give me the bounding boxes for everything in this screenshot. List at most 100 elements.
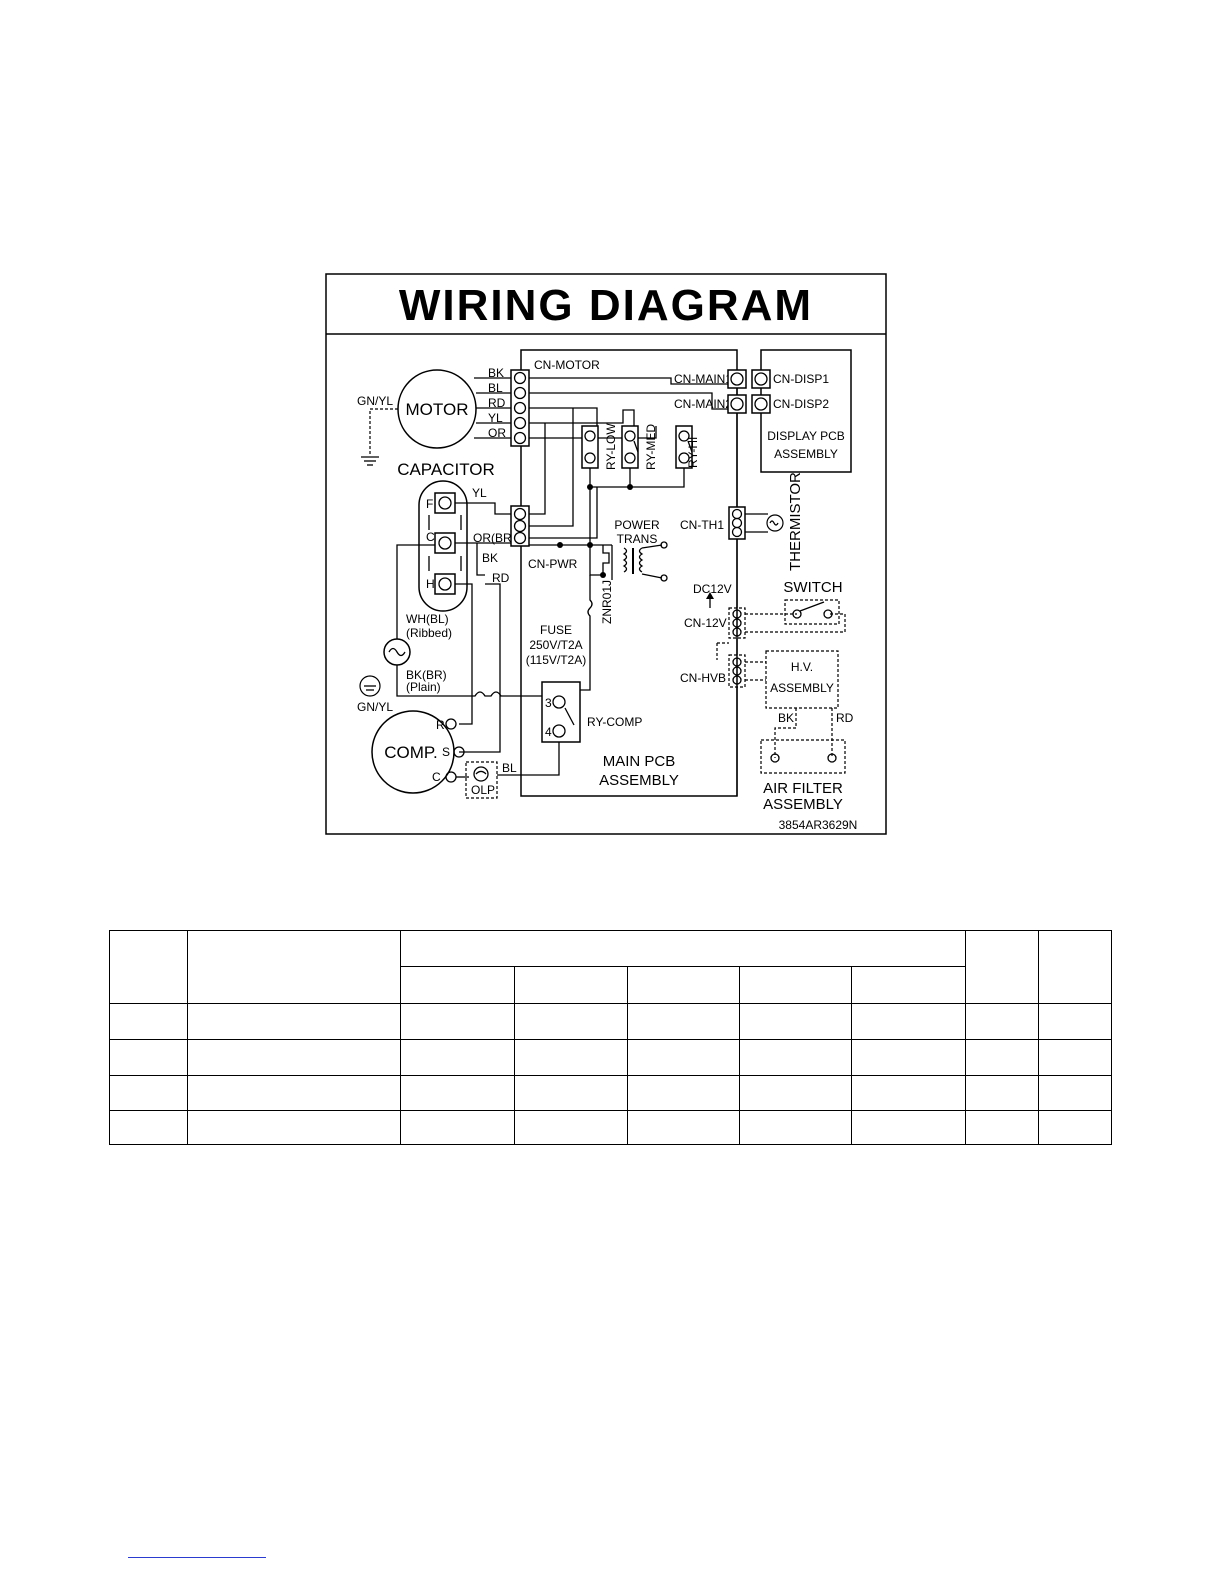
cn-motor-label: CN-MOTOR — [534, 358, 600, 372]
cn-disp2-label: CN-DISP2 — [773, 397, 829, 411]
cn-12v-connector — [728, 607, 746, 639]
znr-symbol — [600, 545, 610, 578]
table-header-cell — [965, 930, 1040, 1004]
capacitor-label: CAPACITOR — [397, 460, 495, 479]
cap-terminal-f: F — [426, 497, 433, 511]
comp-terminal-s: S — [442, 745, 450, 759]
wire-bk-label: BK — [488, 366, 504, 380]
comp-terminal-r: R — [436, 718, 445, 732]
table-cell — [109, 1110, 188, 1145]
thermistor-symbol — [766, 514, 784, 532]
table-header-row — [109, 930, 1113, 1004]
table-cell — [627, 1110, 740, 1145]
power-ground-label: GN/YL — [357, 700, 393, 714]
table-header-cell — [399, 930, 967, 967]
cn-main1-label: CN-MAIN1 — [674, 372, 732, 386]
cn-th1-connector — [728, 506, 746, 540]
wire-yl-label: YL — [488, 411, 503, 425]
display-pcb-label-2: ASSEMBLY — [774, 447, 838, 461]
table-cell — [1038, 1039, 1113, 1076]
relay-low — [581, 425, 599, 469]
diagram-title: WIRING DIAGRAM — [399, 281, 813, 330]
relay-low-label: RY-LOW — [604, 423, 618, 470]
cn-main2-label: CN-MAIN2 — [674, 397, 732, 411]
cap-wire-bk: BK — [482, 551, 498, 565]
power-trans-label-2: TRANS — [617, 532, 658, 546]
wire-rd-label: RD — [488, 396, 506, 410]
table-cell — [400, 1003, 515, 1040]
table-row — [109, 1110, 1113, 1145]
table-cell — [739, 1110, 852, 1145]
switch-label: SWITCH — [783, 579, 842, 596]
cap-wire-or: OR(BR) — [473, 531, 516, 545]
table-cell — [514, 1075, 628, 1111]
hv-assembly-box — [765, 650, 839, 709]
air-filter-box — [760, 739, 846, 774]
cap-terminal-c: C — [426, 530, 435, 544]
table-cell — [627, 1075, 740, 1111]
power-trans-label-1: POWER — [614, 518, 660, 532]
motor-label: MOTOR — [406, 400, 469, 419]
table-cell — [965, 1075, 1040, 1111]
cn-pwr-connector — [510, 505, 530, 547]
cn-disp1-label: CN-DISP1 — [773, 372, 829, 386]
power-bk-label: BK(BR) — [406, 668, 447, 682]
transformer-symbol — [611, 541, 668, 582]
air-filter-label-2: ASSEMBLY — [763, 796, 843, 813]
cn-motor-connector — [510, 369, 530, 447]
table-cell — [187, 1110, 401, 1145]
hv-wire-rd: RD — [836, 711, 854, 725]
table-header-cell — [1038, 930, 1113, 1004]
table-cell — [965, 1110, 1040, 1145]
table-cell — [514, 1110, 628, 1145]
motor-ground-icon — [361, 456, 379, 466]
table-cell — [1038, 1003, 1113, 1040]
power-bk-note: (Plain) — [406, 680, 441, 694]
fuse-label-3: (115V/T2A) — [526, 653, 586, 667]
table-cell — [400, 1110, 515, 1145]
switch-box — [784, 599, 840, 625]
comp-terminal-c: C — [432, 770, 441, 784]
relay-comp-pin4: 4 — [545, 725, 552, 739]
table-cell — [514, 1003, 628, 1040]
main-pcb-label-2: ASSEMBLY — [599, 772, 679, 789]
display-pcb-label-1: DISPLAY PCB — [767, 429, 845, 443]
table-cell — [739, 1039, 852, 1076]
power-wh-note: (Ribbed) — [406, 626, 452, 640]
hv-assembly-label-1: H.V. — [791, 660, 813, 674]
cn-hvb-label: CN-HVB — [680, 671, 726, 685]
power-wh-label: WH(BL) — [406, 612, 449, 626]
table-header-cell — [187, 930, 401, 1004]
dc12v-label: DC12V — [693, 582, 732, 596]
table-cell — [109, 1075, 188, 1111]
table-row — [109, 1003, 1113, 1040]
table-cell — [109, 1039, 188, 1076]
table-cell — [1038, 1075, 1113, 1111]
main-pcb-label-1: MAIN PCB — [603, 753, 676, 770]
relay-hi — [675, 425, 693, 469]
relay-comp-label: RY-COMP — [587, 715, 642, 729]
relay-comp — [541, 681, 581, 743]
table-cell — [514, 1039, 628, 1076]
table-cell — [109, 1003, 188, 1040]
air-filter-label-1: AIR FILTER — [763, 780, 843, 797]
table-cell — [627, 1039, 740, 1076]
cap-terminal-h: H — [426, 577, 435, 591]
fuse-label-1: FUSE — [540, 623, 572, 637]
wire-or-label: OR — [488, 426, 506, 440]
table-cell — [739, 1003, 852, 1040]
motor-ground-label: GN/YL — [357, 394, 393, 408]
table-cell — [187, 1075, 401, 1111]
table-cell — [187, 1003, 401, 1040]
table-subheader-cell — [850, 966, 967, 1004]
table-cell — [400, 1075, 515, 1111]
comp-wire-bl: BL — [502, 761, 517, 775]
table-subheader-cell — [400, 966, 515, 1004]
table-cell — [965, 1039, 1040, 1076]
thermistor-label: THERMISTOR — [787, 472, 804, 571]
diagram-frame — [325, 273, 887, 835]
table-cell — [627, 1003, 740, 1040]
table-subheader-cell — [739, 966, 852, 1004]
olp-label: OLP — [471, 783, 495, 797]
